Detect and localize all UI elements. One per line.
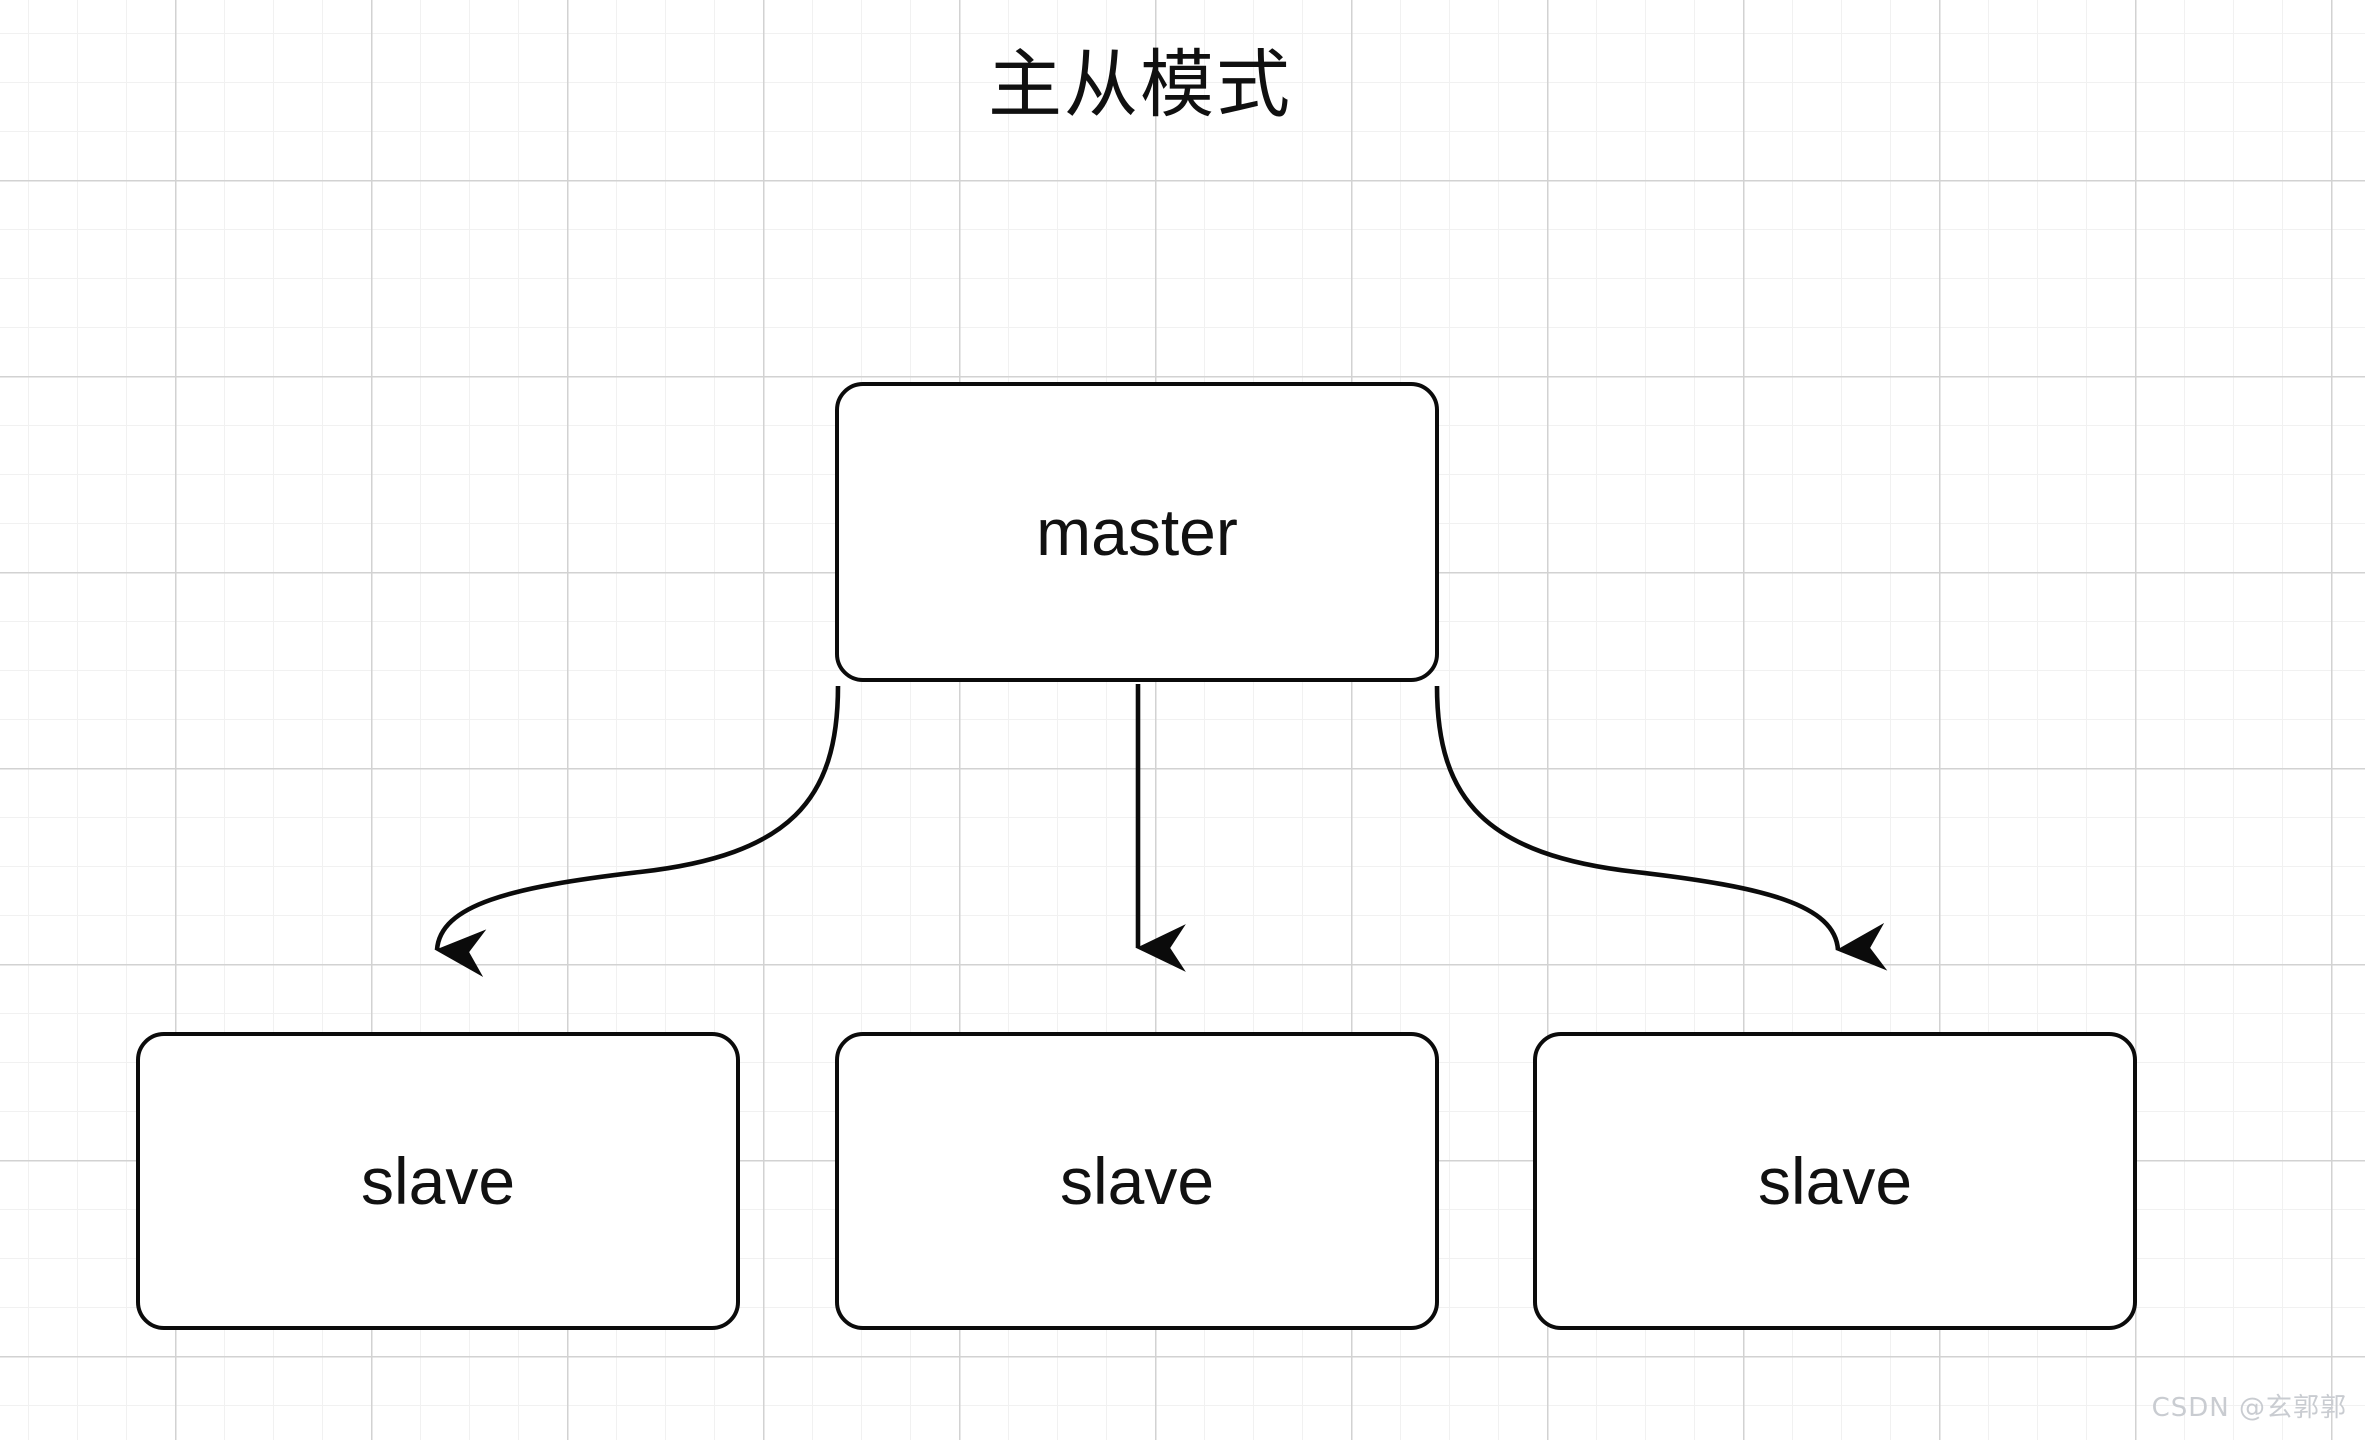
node-slave-2[interactable]: slave: [835, 1032, 1439, 1330]
node-slave-1-label: slave: [360, 1144, 516, 1218]
node-slave-3-label: slave: [1757, 1144, 1913, 1218]
node-slave-2-label: slave: [1059, 1144, 1215, 1218]
watermark: CSDN @玄郭郭: [2151, 1393, 2347, 1423]
node-slave-1[interactable]: slave: [136, 1032, 740, 1330]
page-title: 主从模式: [988, 42, 1292, 128]
node-master-label: master: [1036, 495, 1238, 569]
node-master[interactable]: master: [835, 382, 1439, 682]
node-slave-3[interactable]: slave: [1533, 1032, 2137, 1330]
